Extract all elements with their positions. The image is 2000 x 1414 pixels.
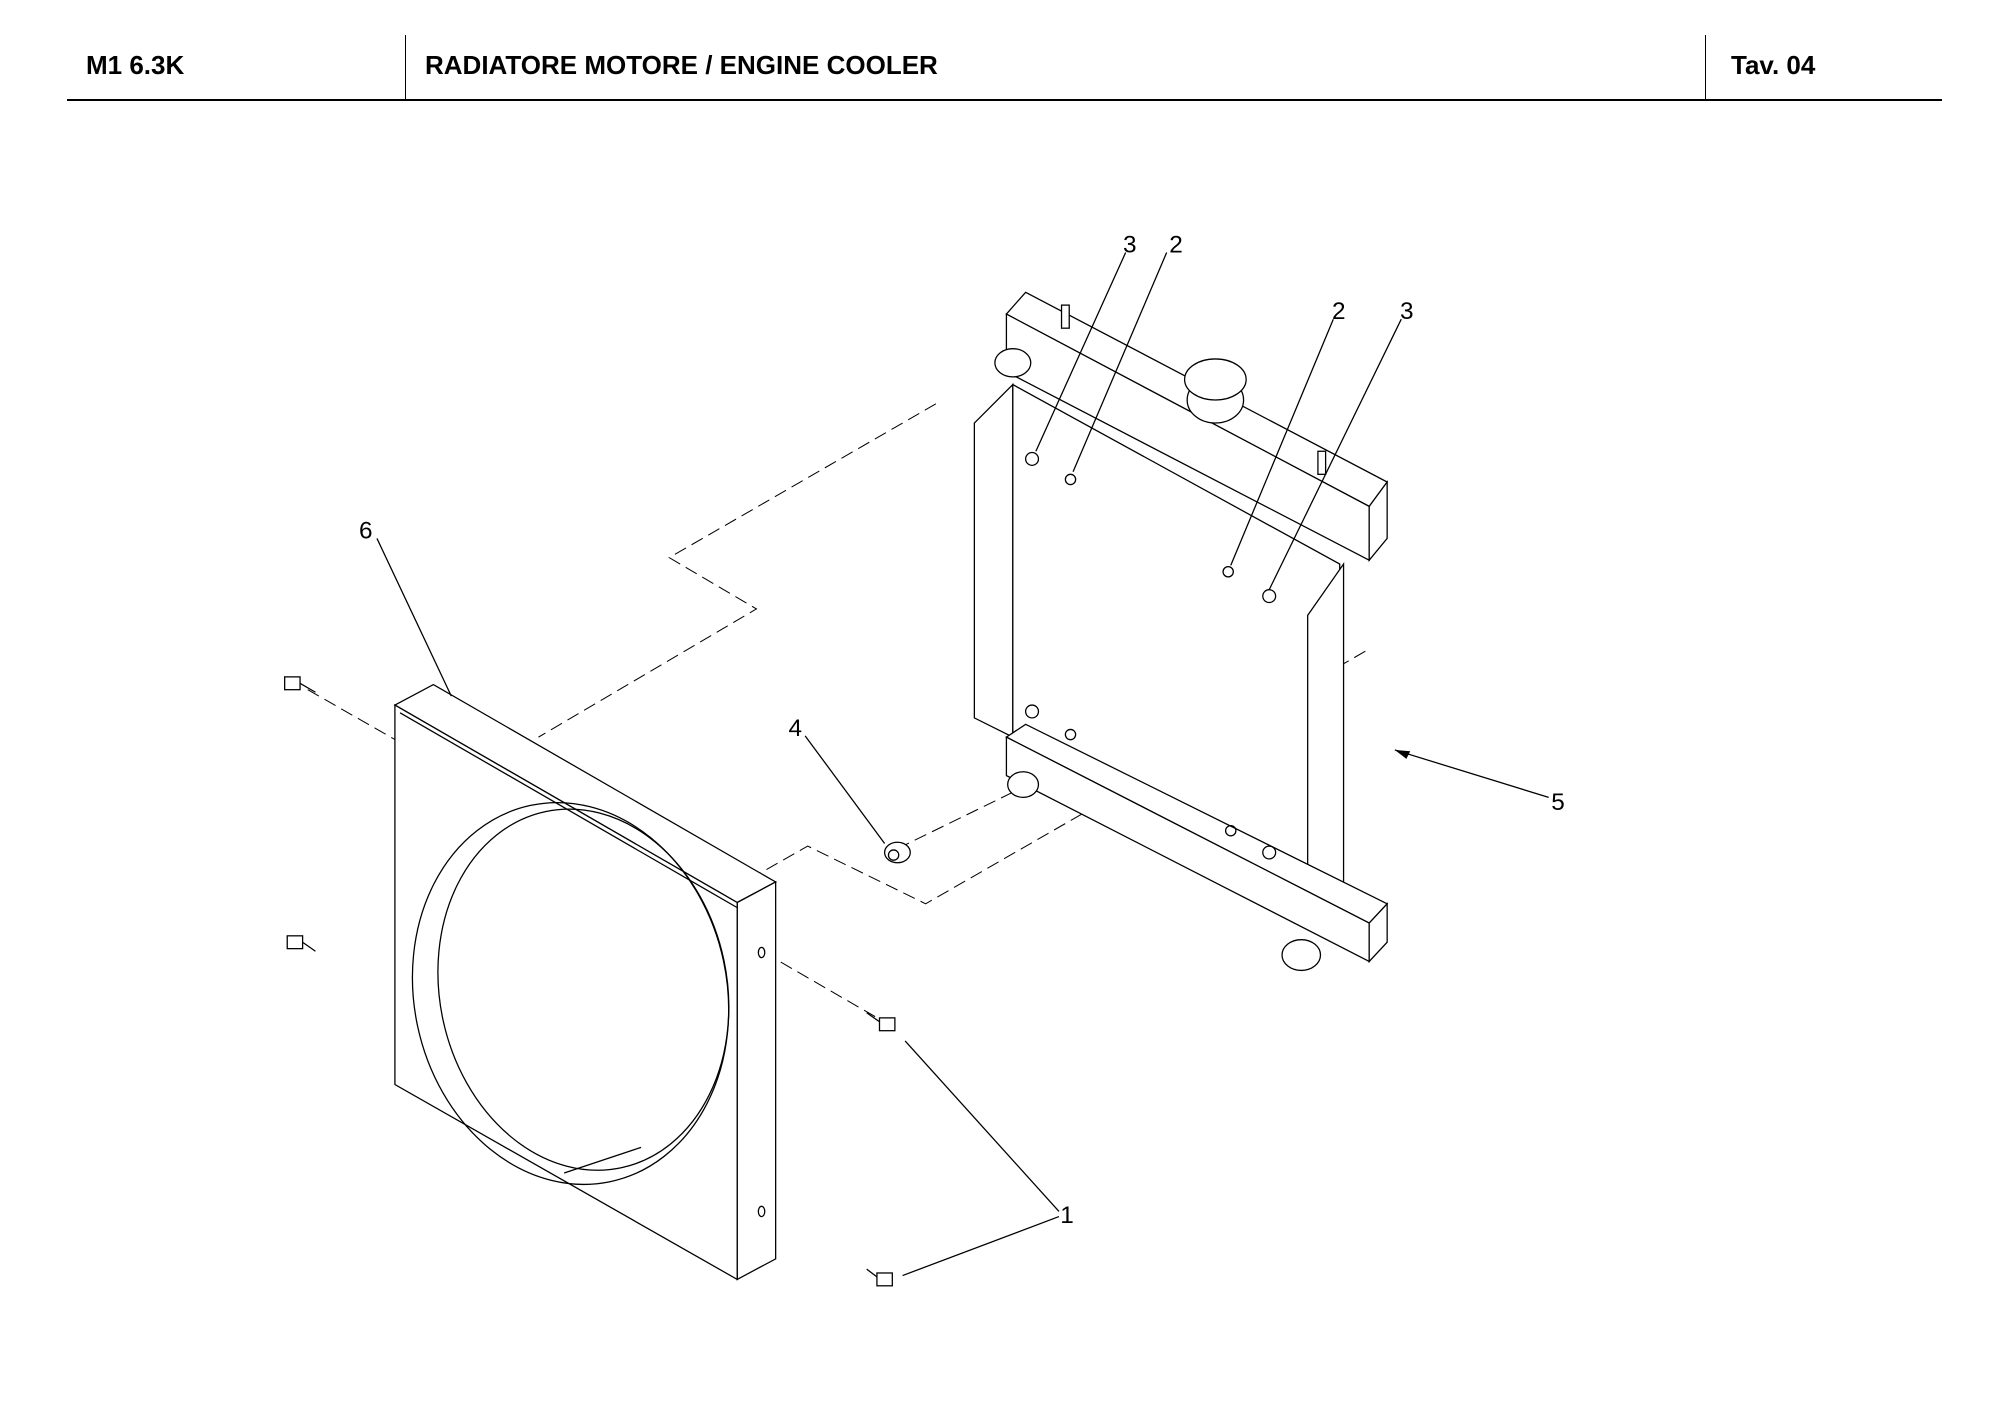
radiator [973,291,1389,972]
bolt [866,1012,896,1032]
callout-2: 2 [1169,232,1183,259]
page-header: M1 6.3K RADIATORE MOTORE / ENGINE COOLER… [0,0,2000,102]
callout-1: 1 [1060,1202,1074,1229]
bolt [284,676,316,693]
bolt [286,935,316,952]
callout-3: 3 [1400,298,1414,325]
callout-3: 3 [1123,232,1137,259]
table-number: Tav. 04 [1731,50,1816,80]
callout-6: 6 [359,517,373,544]
bolt [866,1268,893,1287]
callout-2: 2 [1332,298,1346,325]
callout-4: 4 [788,715,802,742]
leader-lines [376,252,1549,1277]
model-code: M1 6.3K [86,50,185,80]
header-divider [405,35,406,100]
spacer [883,841,911,864]
callout-5: 5 [1551,789,1565,816]
fan-shroud [393,683,777,1281]
header-divider [1705,35,1706,100]
header-rule [67,99,1942,101]
page-title: RADIATORE MOTORE / ENGINE COOLER [425,50,938,80]
